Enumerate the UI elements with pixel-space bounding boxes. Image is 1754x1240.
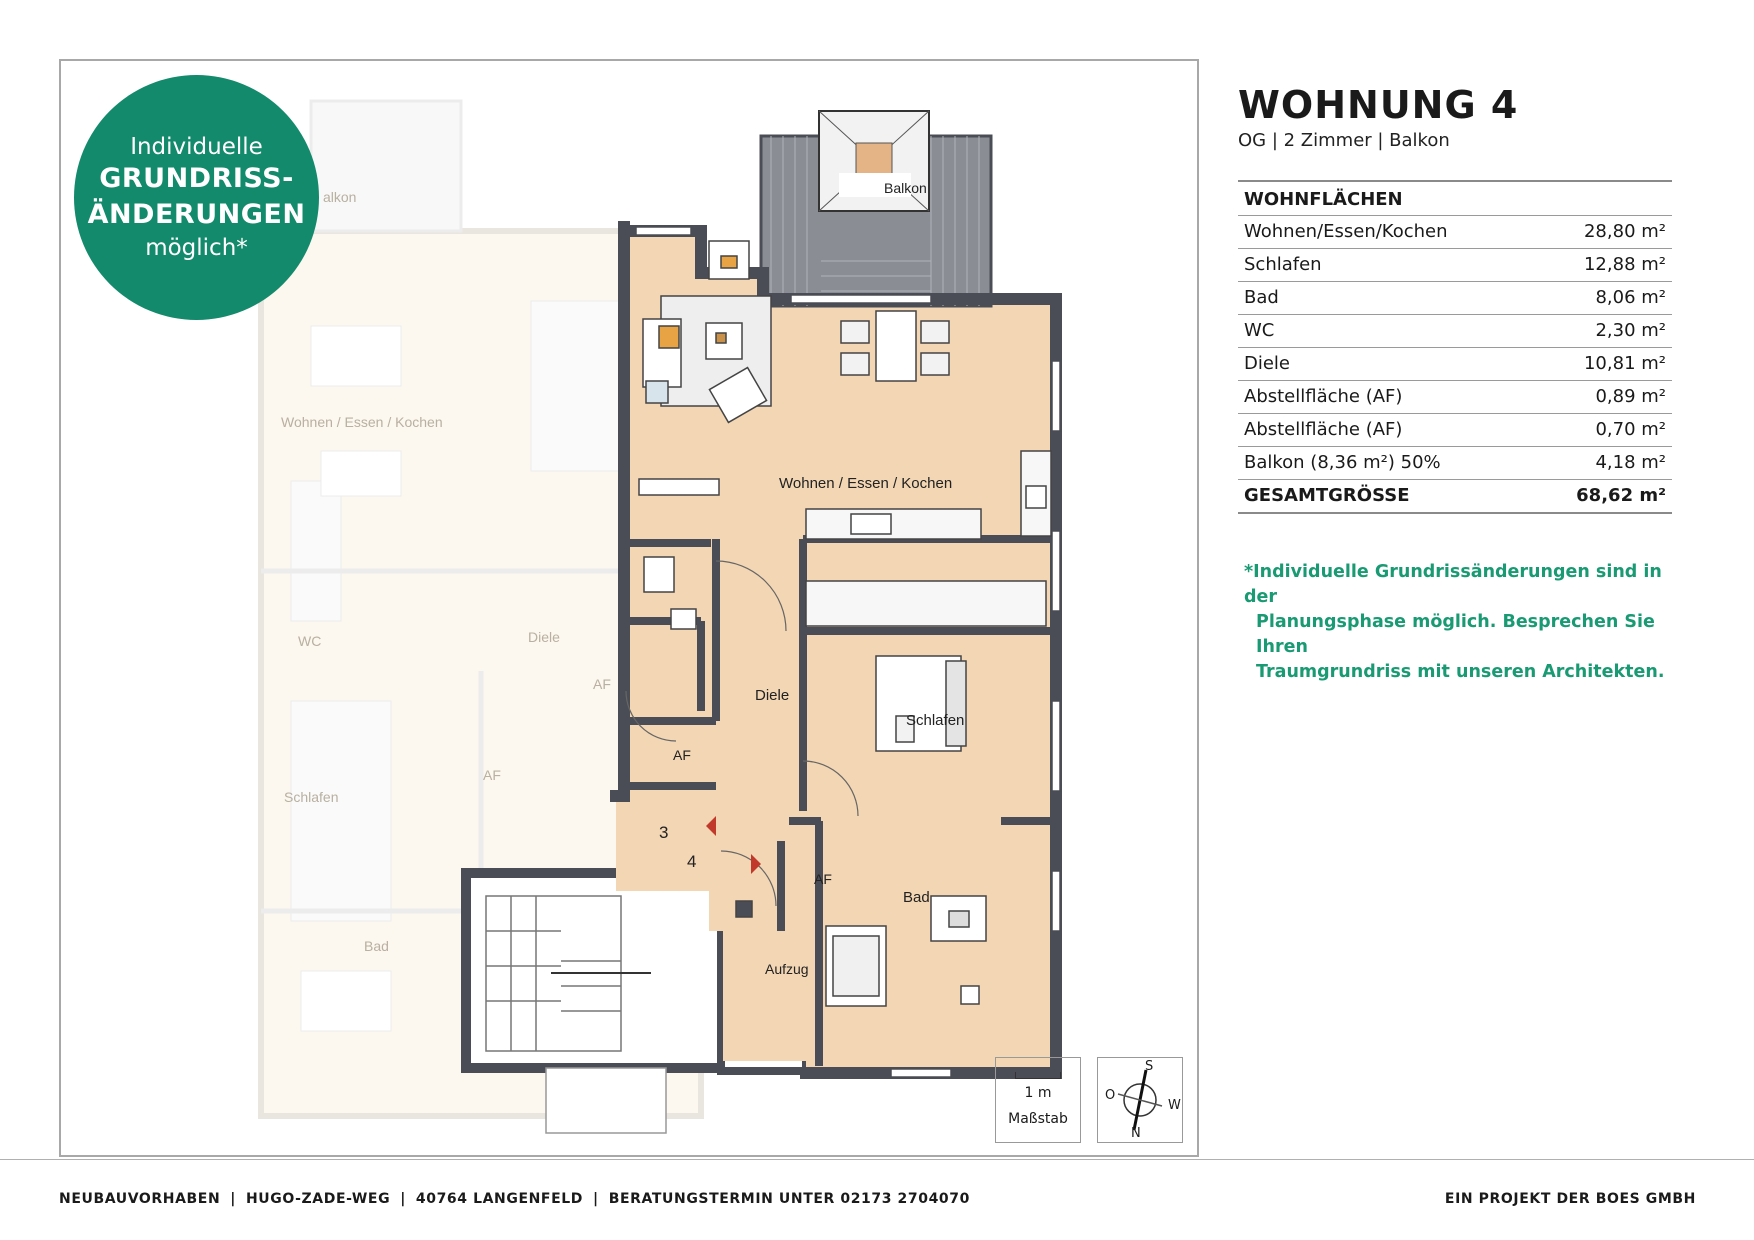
area-label: Bad xyxy=(1244,287,1279,308)
room-label-balkon: Balkon xyxy=(884,180,927,196)
compass-w: W xyxy=(1168,1098,1181,1113)
badge-line-3: ÄNDERUNGEN xyxy=(87,199,306,230)
ghost-label-af1: AF xyxy=(593,676,611,692)
floor-plan-frame: alkon Wohnen / Essen / Kochen WC Diele A… xyxy=(59,59,1199,1157)
footer-separator: | xyxy=(593,1191,599,1207)
area-label: WC xyxy=(1244,320,1275,341)
customization-note: *Individuelle Grundrissänderungen sind i… xyxy=(1238,560,1672,685)
note-line-3: Traumgrundriss mit unseren Architekten. xyxy=(1256,662,1665,682)
apartment-subtitle: OG | 2 Zimmer | Balkon xyxy=(1238,130,1450,151)
room-label-bad: Bad xyxy=(903,889,930,906)
living-furniture xyxy=(638,240,1052,627)
room-label-af2: AF xyxy=(814,871,832,887)
area-row: Abstellfläche (AF) 0,89 m² xyxy=(1238,381,1672,414)
note-line-1: *Individuelle Grundrissänderungen sind i… xyxy=(1244,562,1662,607)
area-value: 10,81 m² xyxy=(1583,353,1666,374)
ghost-label-schlafen: Schlafen xyxy=(284,789,339,805)
area-label: Abstellfläche (AF) xyxy=(1244,419,1403,440)
area-row: Abstellfläche (AF) 0,70 m² xyxy=(1238,414,1672,447)
footer-item-phone: BERATUNGSTERMIN UNTER 02173 2704070 xyxy=(608,1191,970,1207)
room-label-schlafen: Schlafen xyxy=(906,712,965,729)
area-value: 2,30 m² xyxy=(1595,320,1666,341)
area-label: Abstellfläche (AF) xyxy=(1244,386,1403,407)
customization-badge: Individuelle GRUNDRISS- ÄNDERUNGEN mögli… xyxy=(74,75,319,320)
unit-number-3: 3 xyxy=(659,823,669,842)
area-value: 12,88 m² xyxy=(1583,254,1666,275)
area-value: 28,80 m² xyxy=(1583,221,1666,242)
room-label-diele: Diele xyxy=(755,687,790,704)
area-row: Schlafen 12,88 m² xyxy=(1238,249,1672,282)
area-row: Diele 10,81 m² xyxy=(1238,348,1672,381)
area-value: 0,70 m² xyxy=(1595,419,1666,440)
ghost-label-balkon: alkon xyxy=(323,189,357,205)
area-value: 4,18 m² xyxy=(1595,452,1666,473)
area-value: 8,06 m² xyxy=(1595,287,1666,308)
apartment-title: WOHNUNG 4 xyxy=(1238,83,1519,127)
scale-label: Maßstab xyxy=(1008,1111,1068,1127)
footer-divider xyxy=(0,1159,1754,1160)
footer-item-project: NEUBAUVORHABEN xyxy=(59,1191,221,1207)
footer-separator: | xyxy=(230,1191,236,1207)
compass-o: O xyxy=(1105,1088,1116,1103)
total-value: 68,62 m² xyxy=(1576,485,1666,506)
area-label: Wohnen/Essen/Kochen xyxy=(1244,221,1448,242)
scale-length: 1 m xyxy=(1024,1085,1052,1101)
area-table-heading: WOHNFLÄCHEN xyxy=(1238,182,1672,216)
area-total-row: GESAMTGRÖSSE 68,62 m² xyxy=(1238,480,1672,514)
compass-icon xyxy=(1117,1069,1163,1131)
room-label-wohnen: Wohnen / Essen / Kochen xyxy=(779,475,953,492)
area-label: Schlafen xyxy=(1244,254,1322,275)
apartment-info-panel: WOHNUNG 4 OG | 2 Zimmer | Balkon WOHNFLÄ… xyxy=(1238,82,1672,685)
badge-line-2: GRUNDRISS- xyxy=(99,163,294,194)
badge-line-4: möglich* xyxy=(145,235,248,261)
footer-developer: EIN PROJEKT DER BOES GMBH xyxy=(1444,1191,1696,1207)
unit-number-4: 4 xyxy=(687,852,697,871)
footer-separator: | xyxy=(400,1191,406,1207)
footer-project-info: NEUBAUVORHABEN | HUGO-ZADE-WEG | 40764 LANGE… xyxy=(59,1191,970,1207)
area-label: Balkon (8,36 m²) 50% xyxy=(1244,452,1441,473)
area-value: 0,89 m² xyxy=(1595,386,1666,407)
badge-line-1: Individuelle xyxy=(130,134,263,160)
area-row: Wohnen/Essen/Kochen 28,80 m² xyxy=(1238,216,1672,249)
footer-item-city: 40764 LANGENFELD xyxy=(415,1191,583,1207)
compass-n: N xyxy=(1131,1126,1141,1141)
area-row: Bad 8,06 m² xyxy=(1238,282,1672,315)
area-row: WC 2,30 m² xyxy=(1238,315,1672,348)
compass: S O W N xyxy=(1097,1057,1183,1143)
ghost-label-wohnen: Wohnen / Essen / Kochen xyxy=(281,414,443,430)
area-row: Balkon (8,36 m²) 50% 4,18 m² xyxy=(1238,447,1672,480)
room-label-aufzug: Aufzug xyxy=(765,961,809,977)
floor-plan-drawing xyxy=(258,99,1062,1134)
note-line-2: Planungsphase möglich. Besprechen Sie Ih… xyxy=(1256,612,1655,657)
compass-s: S xyxy=(1145,1059,1154,1074)
ghost-label-af2: AF xyxy=(483,767,501,783)
total-label: GESAMTGRÖSSE xyxy=(1244,485,1410,506)
ghost-label-diele: Diele xyxy=(528,629,560,645)
ghost-label-bad: Bad xyxy=(364,938,389,954)
stairs xyxy=(485,895,651,1052)
ghost-label-wc: WC xyxy=(298,633,322,649)
scale-indicator: 1 m Maßstab xyxy=(995,1057,1081,1143)
room-label-af1: AF xyxy=(673,747,691,763)
scale-bar xyxy=(1015,1072,1061,1079)
footer-item-street: HUGO-ZADE-WEG xyxy=(245,1191,391,1207)
area-label: Diele xyxy=(1244,353,1291,374)
